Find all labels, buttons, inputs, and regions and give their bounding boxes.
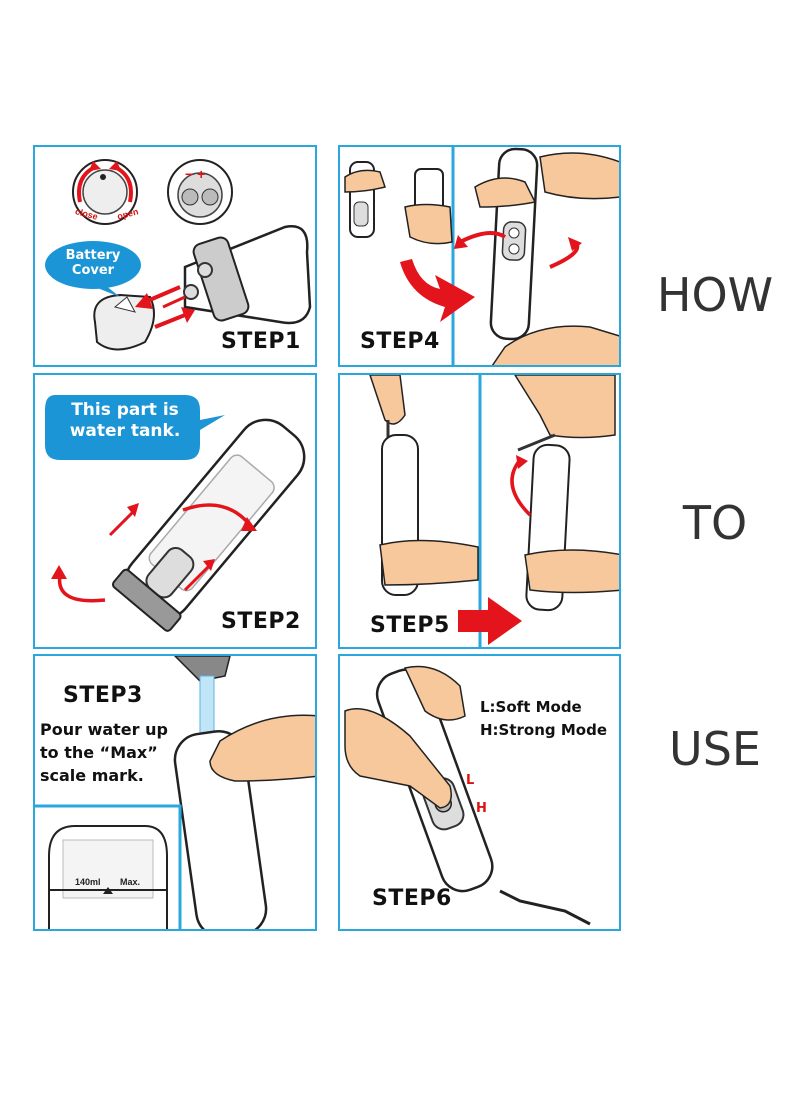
mode-strong-label: H:Strong Mode — [480, 721, 608, 739]
step3-line3: scale mark. — [40, 766, 144, 785]
side-word-how: HOW — [656, 268, 774, 322]
step2-label: STEP2 — [221, 609, 301, 634]
water-tank-bubble — [45, 395, 225, 460]
scale-max-label: Max. — [120, 877, 141, 887]
step5-illustration — [369, 375, 619, 647]
step3-line2: to the “Max” — [40, 743, 158, 762]
step5-panel: STEP5 — [338, 373, 621, 649]
rotate-arrow-left-icon — [459, 231, 507, 244]
insert-arrow-icon — [154, 313, 186, 329]
step3-panel: STEP3 Pour water up to the “Max” scale m… — [33, 654, 317, 931]
bubble-tank-line2: water tank. — [69, 421, 181, 441]
step6-label: STEP6 — [372, 886, 452, 911]
next-arrow-icon — [458, 597, 522, 645]
push-arrow-1-icon — [108, 508, 137, 537]
mode-soft-label: L:Soft Mode — [480, 698, 582, 716]
svg-text:− +: − + — [185, 166, 205, 182]
step5-label: STEP5 — [370, 613, 450, 638]
step3-label: STEP3 — [63, 683, 143, 708]
remove-arrow-icon — [144, 285, 181, 304]
step4-illustration — [344, 147, 619, 365]
step6-illustration — [344, 665, 591, 926]
rotate-tank-arrow-icon — [182, 503, 252, 527]
device-tilted — [111, 418, 306, 632]
side-word-use: USE — [669, 722, 761, 776]
battery-cover-part — [93, 293, 155, 351]
scale-ml-label: 140ml — [75, 877, 101, 887]
assemble-arrow-icon — [400, 259, 475, 322]
insert-stick-arrow-icon — [510, 458, 532, 517]
battery-cover-bubble — [45, 241, 141, 289]
side-word-to: TO — [682, 496, 748, 550]
step4-panel: STEP4 — [338, 145, 621, 367]
rotate-base-arrow-icon — [57, 574, 106, 603]
step2-panel: This part is water tank. STEP2 — [33, 373, 317, 649]
step4-label: STEP4 — [360, 329, 440, 354]
step1-label: STEP1 — [221, 329, 301, 354]
push-arrow-2-icon — [183, 563, 212, 592]
water-tank — [173, 730, 268, 929]
bubble-battery-line2: Cover — [71, 263, 115, 278]
step3-illustration — [35, 656, 315, 929]
step1-panel: − + Battery Cover close open STEP1 — [33, 145, 317, 367]
nozzle — [499, 889, 591, 926]
step3-line1: Pour water up — [40, 720, 168, 739]
bubble-battery-line1: Battery — [65, 248, 121, 263]
step1-illustration: − + — [45, 159, 312, 351]
button-h-label: H — [476, 801, 487, 816]
step2-illustration — [45, 395, 306, 632]
button-l-label: L — [466, 773, 475, 788]
bubble-tank-line1: This part is — [71, 400, 179, 420]
step6-panel: L:Soft Mode H:Strong Mode L H STEP6 — [338, 654, 621, 931]
